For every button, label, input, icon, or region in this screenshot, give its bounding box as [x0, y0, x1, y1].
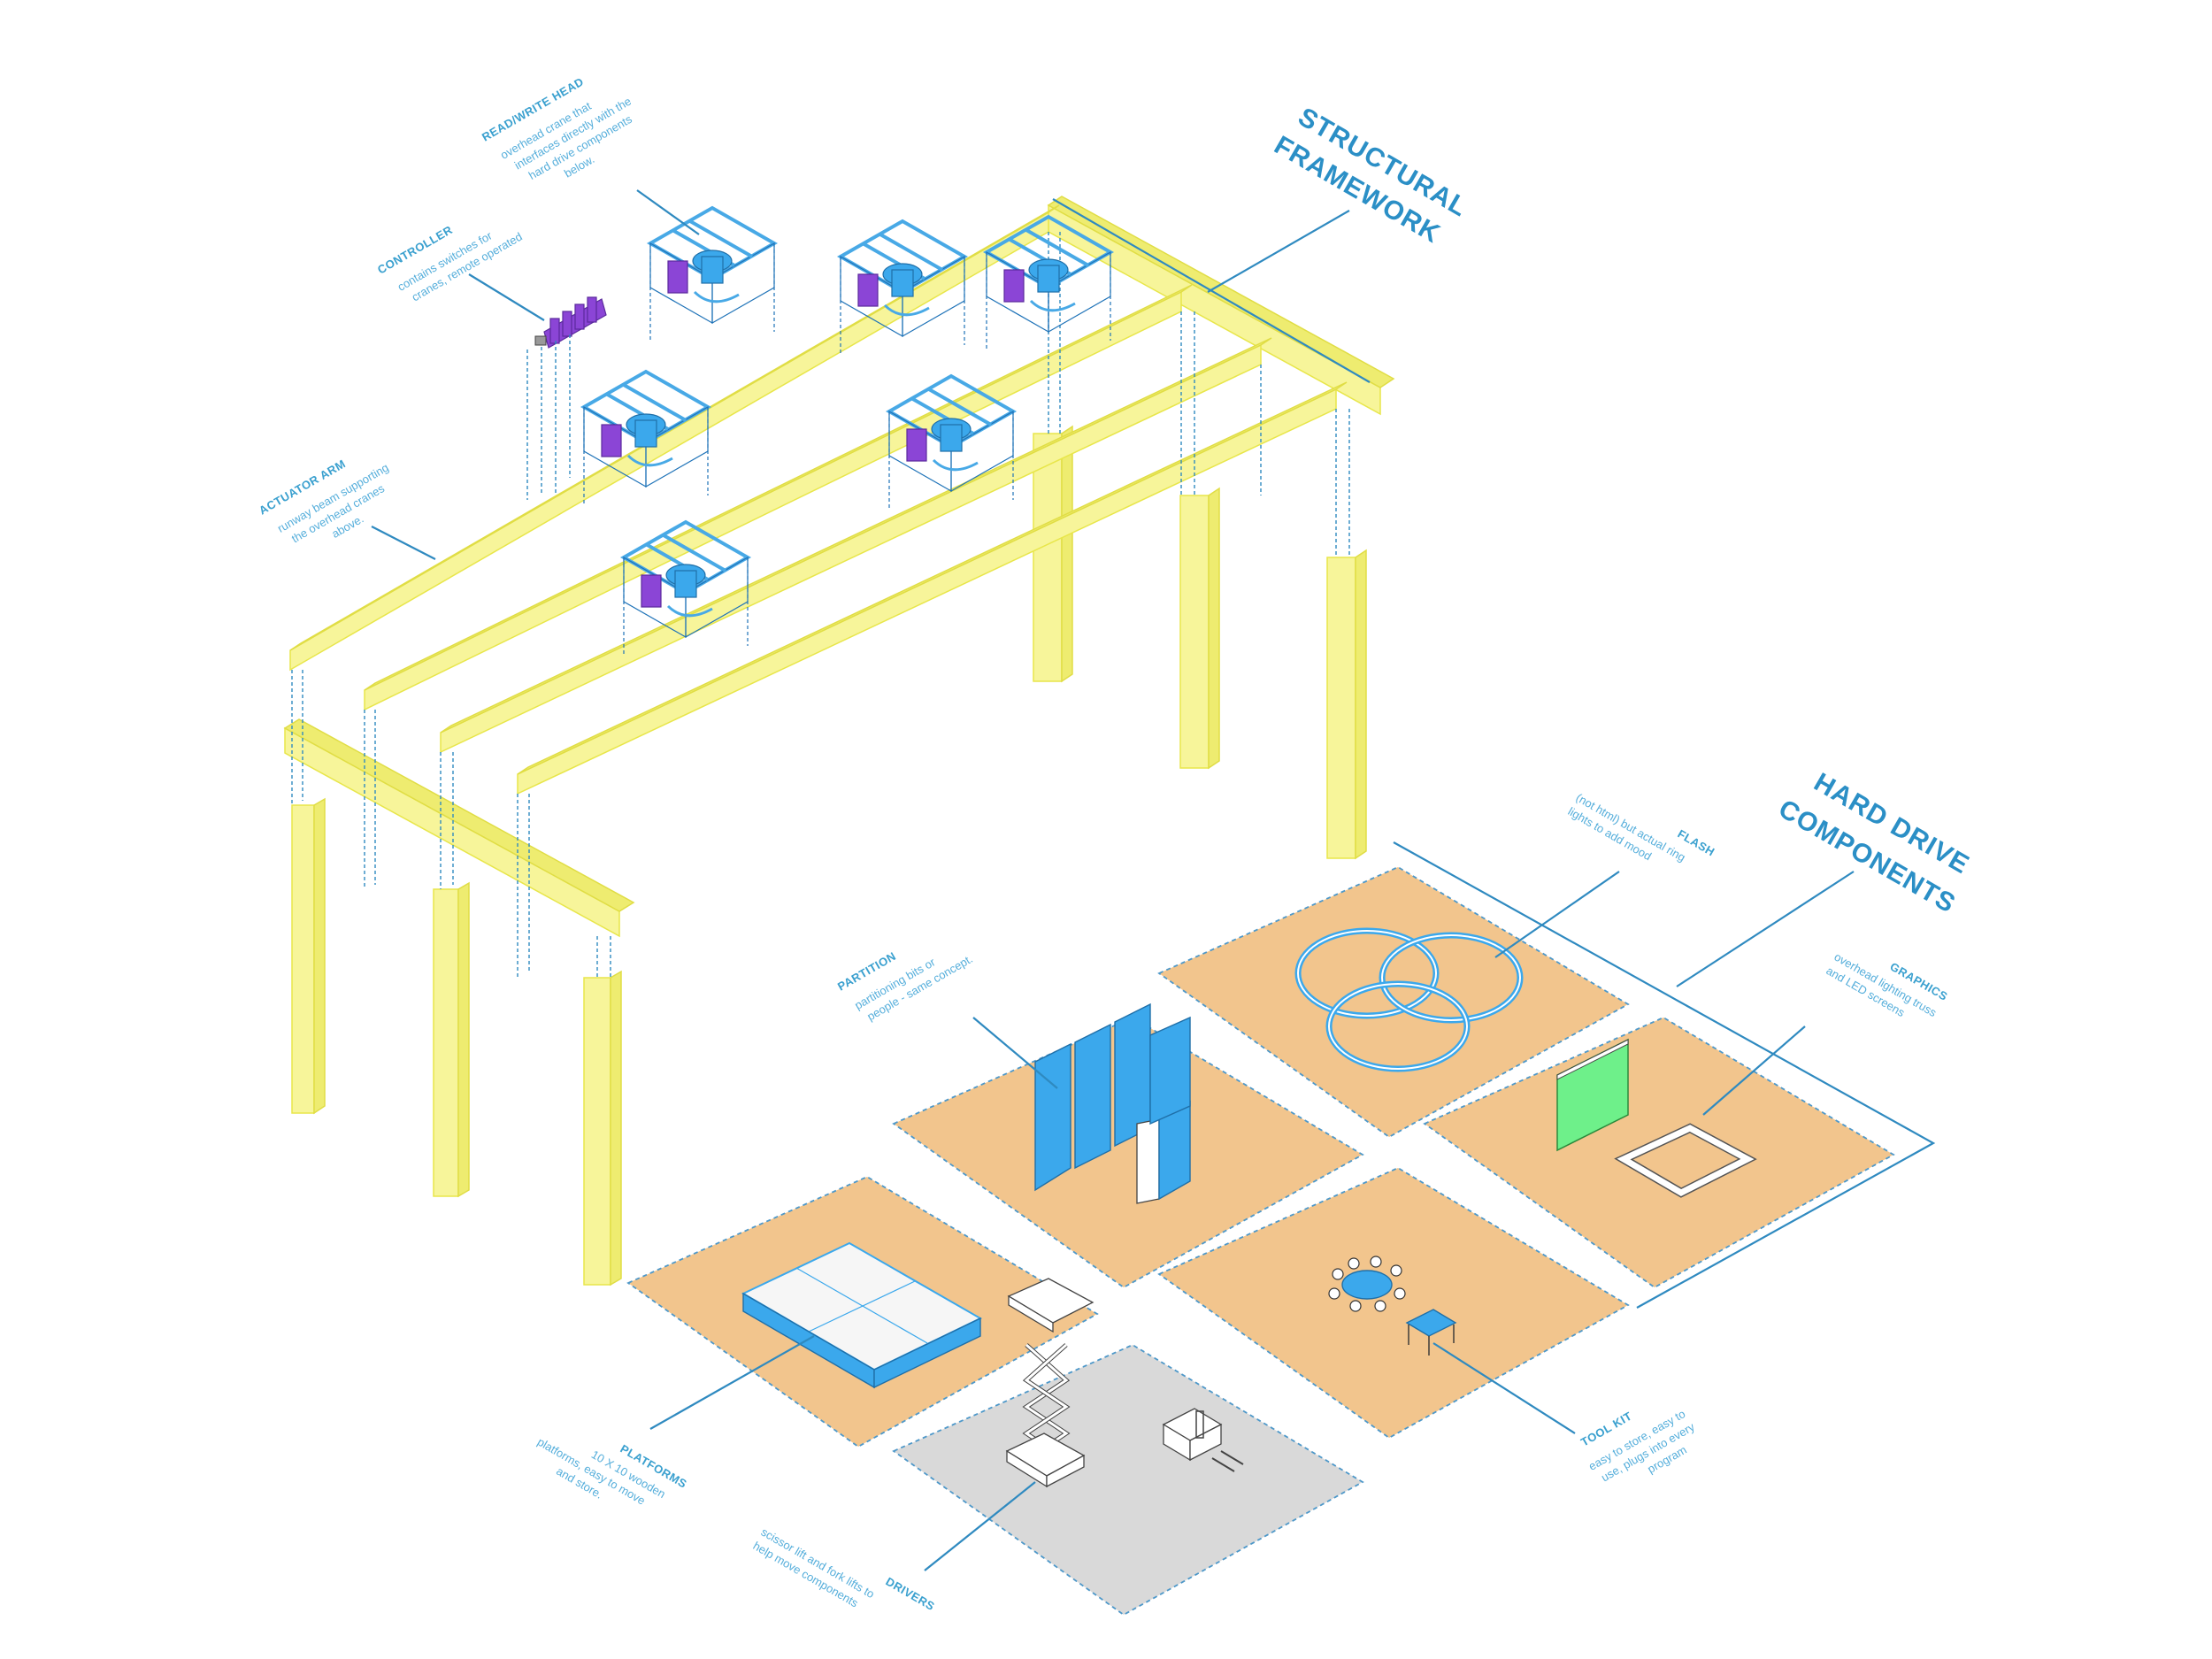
pad-tool-kit — [1157, 1166, 1630, 1440]
label-tool-kit: TOOL KIT easy to store, easy to use, plu… — [1578, 1407, 1697, 1484]
overhead-crane-icon — [649, 206, 776, 342]
pad-partition — [892, 1016, 1364, 1289]
framework-guides — [291, 232, 1350, 978]
lighting-truss-icon — [1614, 1123, 1757, 1198]
front-columns — [291, 797, 622, 1286]
partition-panels-icon — [1034, 1002, 1191, 1204]
label-leaders — [371, 189, 1806, 1571]
label-title: DRIVERS — [884, 1575, 938, 1614]
label-flash: FLASH (not html) but actual ring lights … — [1566, 791, 1717, 864]
label-partition: PARTITION partitioning bits or people - … — [835, 949, 975, 1024]
controller-panel-icon — [526, 296, 607, 500]
label-actuator-arm: ACTUATOR ARM runway beam supporting the … — [257, 457, 391, 545]
pad-drivers — [892, 1343, 1364, 1617]
forklift-icon — [1162, 1408, 1244, 1472]
table-chairs-icon — [1328, 1256, 1457, 1356]
overhead-cranes — [582, 206, 1112, 657]
pad-graphics — [1423, 1016, 1895, 1289]
front-cross-beam — [283, 718, 635, 938]
scissor-lift-icon — [1005, 1278, 1094, 1488]
ring-lights-icon — [1294, 927, 1524, 1072]
label-graphics: GRAPHICS overhead lighting truss and LED… — [1824, 950, 1950, 1020]
back-cross-beam — [1047, 196, 1395, 416]
label-read-write-head: READ/WRITE HEAD overhead crane that inte… — [480, 74, 634, 182]
component-pads — [626, 865, 1895, 1617]
runway-beam-4 — [517, 381, 1348, 795]
label-drivers: DRIVERS scissor lift and fork lifts to h… — [751, 1525, 938, 1614]
runway-beam-3 — [440, 337, 1272, 754]
led-screen-icon — [1556, 1038, 1629, 1152]
label-platforms: PLATFORMS 10 X 10 wooden platforms, easy… — [535, 1435, 689, 1508]
back-columns — [1033, 425, 1367, 860]
platform-icon — [741, 1241, 983, 1389]
